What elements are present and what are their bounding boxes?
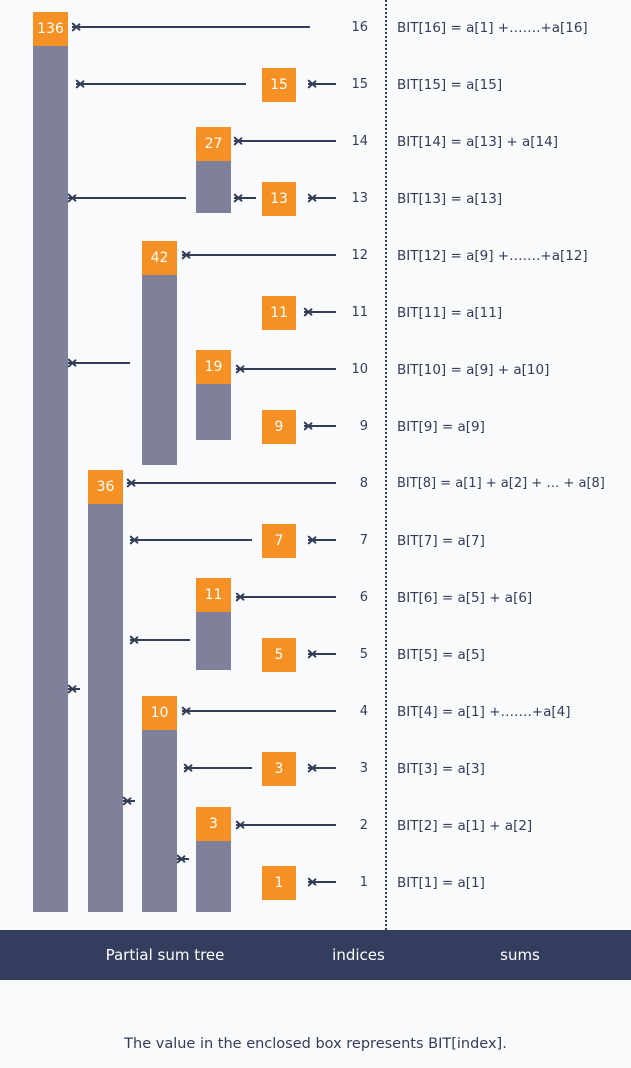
sum-formula-11: BIT[11] = a[11] bbox=[397, 305, 503, 321]
bar-cap-bit14: 27 bbox=[196, 127, 231, 161]
arrow-index-5 bbox=[308, 653, 336, 655]
index-label-15: 15 bbox=[351, 77, 368, 92]
sum-formula-16: BIT[16] = a[1] +…….+a[16] bbox=[397, 20, 588, 36]
arrow-index-13 bbox=[308, 197, 336, 199]
bar-bit6 bbox=[196, 612, 231, 670]
bar-cap-bit2: 3 bbox=[196, 807, 231, 841]
index-label-3: 3 bbox=[359, 761, 368, 776]
arrow-index-3-to-bit4 bbox=[184, 767, 252, 769]
arrow-index-2 bbox=[236, 824, 336, 826]
leaf-box-bit5: 5 bbox=[262, 638, 296, 672]
leaf-box-bit13: 13 bbox=[262, 182, 296, 216]
sum-formula-9: BIT[9] = a[9] bbox=[397, 419, 485, 435]
bar-bit4 bbox=[142, 730, 177, 912]
index-label-16: 16 bbox=[351, 20, 368, 35]
sum-formula-8: BIT[8] = a[1] + a[2] + … + a[8] bbox=[397, 476, 605, 491]
sum-formula-10: BIT[10] = a[9] + a[10] bbox=[397, 362, 550, 378]
arrow-index-15 bbox=[308, 83, 336, 85]
bar-bit2 bbox=[196, 841, 231, 912]
diagram-caption: The value in the enclosed box represents… bbox=[124, 1036, 507, 1052]
legend-sums: sums bbox=[500, 946, 540, 964]
bar-bit12 bbox=[142, 275, 177, 465]
index-label-9: 9 bbox=[359, 419, 368, 434]
leaf-box-bit15: 15 bbox=[262, 68, 296, 102]
partial-sum-tree-column: 136 36 42 10 27 19 11 3 15 13 11 9 7 5 3… bbox=[0, 0, 631, 930]
arrow-index-3 bbox=[308, 767, 336, 769]
index-label-5: 5 bbox=[359, 647, 368, 662]
arrow-bit13-to-bit14 bbox=[234, 197, 256, 199]
column-divider bbox=[385, 0, 387, 930]
bar-cap-bit10: 19 bbox=[196, 350, 231, 384]
index-label-13: 13 bbox=[351, 191, 368, 206]
bar-cap-bit4: 10 bbox=[142, 696, 177, 730]
sum-formula-6: BIT[6] = a[5] + a[6] bbox=[397, 590, 533, 606]
leaf-box-bit3: 3 bbox=[262, 752, 296, 786]
leaf-box-bit1: 1 bbox=[262, 866, 296, 900]
sum-formula-14: BIT[14] = a[13] + a[14] bbox=[397, 134, 558, 150]
arrow-index-10 bbox=[236, 368, 336, 370]
arrow-index-14 bbox=[234, 140, 336, 142]
leaf-box-bit9: 9 bbox=[262, 410, 296, 444]
sum-formula-13: BIT[13] = a[13] bbox=[397, 191, 503, 207]
arrow-index-6 bbox=[236, 596, 336, 598]
column-legend-band: Partial sum tree indices sums bbox=[0, 930, 631, 980]
sum-formula-2: BIT[2] = a[1] + a[2] bbox=[397, 818, 533, 834]
arrow-bit8-to-root bbox=[68, 688, 80, 690]
legend-indices: indices bbox=[332, 946, 385, 964]
index-label-12: 12 bbox=[351, 248, 368, 263]
bar-cap-bit12: 42 bbox=[142, 241, 177, 275]
bar-bit8 bbox=[88, 504, 123, 912]
index-label-6: 6 bbox=[359, 590, 368, 605]
arrow-bit6-to-bit8 bbox=[130, 639, 190, 641]
arrow-index-4 bbox=[182, 710, 336, 712]
arrow-index-7 bbox=[308, 539, 336, 541]
index-label-10: 10 bbox=[351, 362, 368, 377]
arrow-index-7-to-bit8 bbox=[130, 539, 252, 541]
index-label-7: 7 bbox=[359, 533, 368, 548]
index-label-11: 11 bbox=[351, 305, 368, 320]
index-label-8: 8 bbox=[359, 476, 368, 491]
arrow-index-16 bbox=[72, 26, 310, 28]
arrow-index-9 bbox=[304, 425, 336, 427]
sum-formula-1: BIT[1] = a[1] bbox=[397, 875, 485, 891]
bar-cap-bit16: 136 bbox=[33, 12, 68, 46]
bar-cap-bit6: 11 bbox=[196, 578, 231, 612]
sum-formula-4: BIT[4] = a[1] +…….+a[4] bbox=[397, 704, 571, 720]
sum-formula-12: BIT[12] = a[9] +…….+a[12] bbox=[397, 248, 588, 264]
sum-formula-7: BIT[7] = a[7] bbox=[397, 533, 485, 549]
bar-cap-bit8: 36 bbox=[88, 470, 123, 504]
legend-partial-sum-tree: Partial sum tree bbox=[105, 946, 225, 964]
sum-formula-3: BIT[3] = a[3] bbox=[397, 761, 485, 777]
bar-bit16 bbox=[33, 46, 68, 912]
arrow-bit12-to-root bbox=[68, 362, 130, 364]
arrow-index-13-to-root bbox=[68, 197, 186, 199]
leaf-box-bit7: 7 bbox=[262, 524, 296, 558]
arrow-index-8 bbox=[127, 482, 336, 484]
index-label-4: 4 bbox=[359, 704, 368, 719]
arrow-index-1 bbox=[308, 881, 336, 883]
sum-formula-15: BIT[15] = a[15] bbox=[397, 77, 503, 93]
arrow-bit2-to-bit4 bbox=[177, 858, 189, 860]
arrow-index-12 bbox=[182, 254, 336, 256]
arrow-index-11 bbox=[304, 311, 336, 313]
index-label-2: 2 bbox=[359, 818, 368, 833]
sum-formula-5: BIT[5] = a[5] bbox=[397, 647, 485, 663]
leaf-box-bit11: 11 bbox=[262, 296, 296, 330]
bar-bit10 bbox=[196, 384, 231, 440]
arrow-index-15-to-root bbox=[76, 83, 246, 85]
index-label-14: 14 bbox=[351, 134, 368, 149]
index-label-1: 1 bbox=[359, 875, 368, 890]
bar-bit14 bbox=[196, 161, 231, 213]
arrow-bit4-to-bit8 bbox=[123, 800, 135, 802]
